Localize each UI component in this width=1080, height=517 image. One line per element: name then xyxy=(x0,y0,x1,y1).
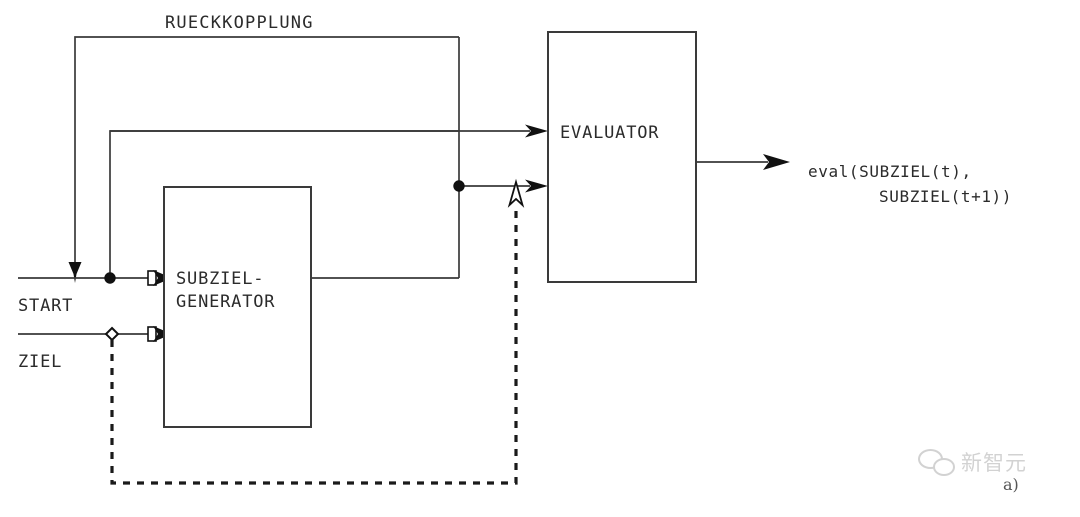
arrowhead-evaluator-input-bottom xyxy=(525,179,548,193)
output-expression-line2: SUBZIEL(t+1)) xyxy=(879,187,1012,206)
arrowhead-evaluator-output xyxy=(763,154,790,170)
wire-evaluator-output xyxy=(696,154,790,170)
wire-feedback-outer xyxy=(68,36,459,283)
block-evaluator-rect[interactable] xyxy=(547,31,697,283)
wire-dashed-feedback xyxy=(110,178,525,485)
block-subziel-generator-rect[interactable] xyxy=(163,186,312,428)
junction-dot-start xyxy=(104,272,116,284)
block-subziel-generator-label-line1: SUBZIEL- xyxy=(176,269,264,289)
figure-sublabel: a) xyxy=(1003,475,1019,494)
arrowhead-down-start xyxy=(68,262,82,283)
arrowhead-up-hollow xyxy=(507,178,525,208)
block-evaluator-label: EVALUATOR xyxy=(560,123,659,143)
output-expression-line1: eval(SUBZIEL(t), xyxy=(808,162,972,181)
arrowhead-evaluator-input-top xyxy=(525,124,548,138)
input-label-ziel: ZIEL xyxy=(18,352,62,372)
wire-evaluator-input-bottom xyxy=(459,179,548,193)
caption-rueckkopplung: RUECKKOPPLUNG xyxy=(165,13,314,33)
wire-evaluator-input-top xyxy=(110,124,548,138)
block-subziel-generator-label-line2: GENERATOR xyxy=(176,292,275,312)
input-label-start: START xyxy=(18,296,73,316)
junction-dot-bus xyxy=(453,180,465,192)
block-subziel-generator[interactable]: SUBZIEL- GENERATOR xyxy=(163,186,312,428)
junction-diamond-ziel xyxy=(104,326,120,342)
block-evaluator[interactable]: EVALUATOR xyxy=(547,31,697,283)
